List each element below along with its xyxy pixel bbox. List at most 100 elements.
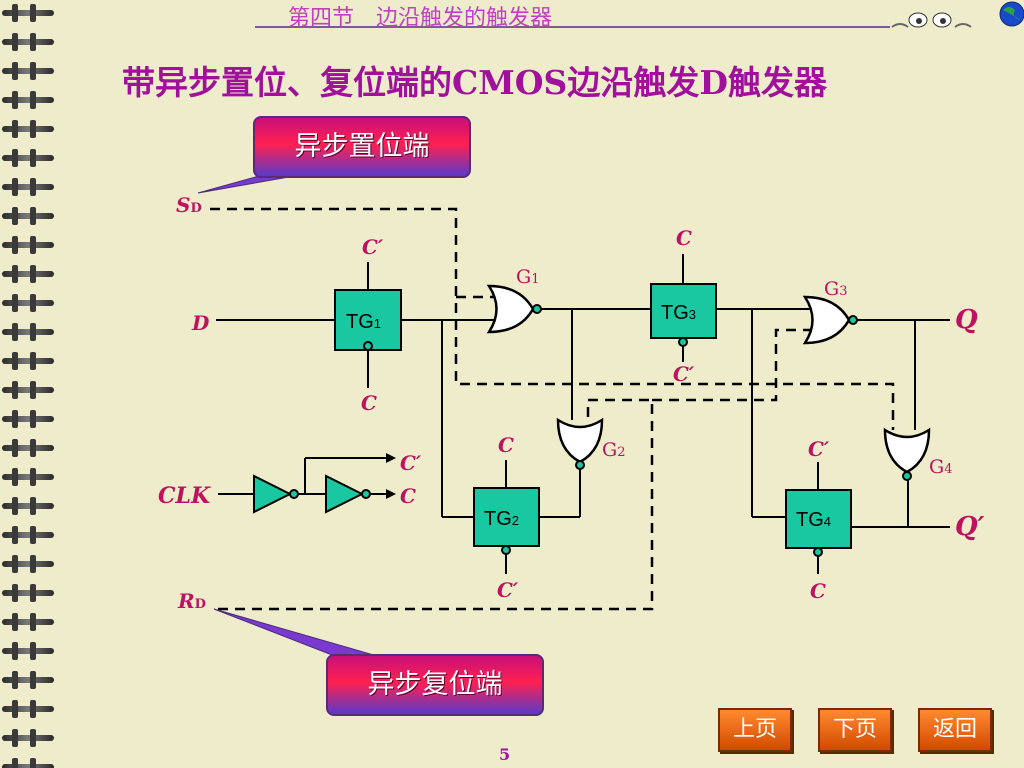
binder-post — [12, 439, 18, 457]
prev-page-button[interactable]: 上页 — [718, 708, 792, 752]
binder-post — [30, 91, 36, 109]
binder-ring — [2, 532, 54, 538]
tg2-bottom-control-label: C′ — [497, 578, 519, 602]
binder-ring — [2, 648, 54, 654]
binder-ring — [2, 155, 54, 161]
binder-ring — [2, 300, 54, 306]
binder-post — [30, 671, 36, 689]
next-page-button[interactable]: 下页 — [818, 708, 892, 752]
binder-ring — [2, 97, 54, 103]
inverter-2 — [325, 474, 371, 514]
binder-post — [30, 352, 36, 370]
binder-post — [30, 265, 36, 283]
binder-post — [12, 468, 18, 486]
binder-ring — [2, 590, 54, 596]
g4-label: G4 — [929, 456, 952, 478]
binder-post — [30, 120, 36, 138]
q-bar-output-label: Q′ — [955, 512, 985, 542]
inverter-1 — [253, 474, 299, 514]
binder-post — [12, 294, 18, 312]
binder-ring — [2, 184, 54, 190]
binder-post — [12, 729, 18, 747]
tg1-top-control-label: C′ — [362, 235, 384, 259]
binder-ring — [2, 503, 54, 509]
binder-post — [12, 758, 18, 768]
tg3-label: TG3 — [661, 302, 696, 324]
nor-gate-g4 — [883, 427, 931, 481]
d-input-label: D — [191, 311, 210, 335]
binder-ring — [2, 416, 54, 422]
binder-post — [30, 207, 36, 225]
tg4-top-control-label: C′ — [808, 437, 830, 461]
async-reset-callout: 异步复位端 — [326, 654, 544, 716]
header-rule — [255, 1, 1024, 28]
binder-post — [12, 120, 18, 138]
tg2-label: TG2 — [484, 508, 519, 530]
tg2-box — [473, 487, 540, 555]
binder-post — [12, 178, 18, 196]
binder-post — [30, 439, 36, 457]
binder-ring — [2, 677, 54, 683]
binder-post — [30, 410, 36, 428]
clk-c-bar-label: C′ — [400, 451, 422, 475]
tg1-label: TG1 — [346, 311, 381, 333]
clk-c-label: C — [400, 484, 416, 508]
tg4-box — [785, 489, 852, 557]
binder-post — [30, 613, 36, 631]
tg3-box — [650, 283, 717, 347]
binder-post — [12, 700, 18, 718]
binder-post — [30, 178, 36, 196]
binder-post — [30, 729, 36, 747]
binder-post — [12, 62, 18, 80]
binder-ring — [2, 358, 54, 364]
async-wires — [210, 207, 895, 611]
binder-post — [12, 497, 18, 515]
binder-ring — [2, 735, 54, 741]
binder-ring — [2, 706, 54, 712]
binder-ring — [2, 445, 54, 451]
binder-post — [30, 62, 36, 80]
section-title: 第四节 边沿触发的触发器 — [288, 6, 553, 31]
circuit-wires — [216, 254, 950, 574]
tg1-bottom-control-label: C — [361, 391, 377, 415]
binder-post — [12, 381, 18, 399]
sd-label: SD — [176, 193, 202, 217]
binder-post — [12, 236, 18, 254]
g1-label: G1 — [516, 266, 539, 288]
binder-ring — [2, 126, 54, 132]
g3-label: G3 — [824, 278, 847, 300]
clk-label: CLK — [158, 483, 211, 509]
binder-post — [12, 207, 18, 225]
clk-arrowheads — [386, 453, 396, 499]
binder-post — [12, 149, 18, 167]
tg4-bottom-control-label: C — [810, 579, 826, 603]
tg3-top-control-label: C — [676, 226, 692, 250]
page-number: 5 — [499, 745, 511, 764]
binder-ring — [2, 213, 54, 219]
page-title: 带异步置位、复位端的CMOS边沿触发D触发器 — [122, 63, 827, 102]
binder-ring — [2, 561, 54, 567]
binder-ring — [2, 619, 54, 625]
binder-post — [30, 33, 36, 51]
binder-rings — [2, 4, 54, 768]
back-button[interactable]: 返回 — [918, 708, 992, 752]
tg2-top-control-label: C — [498, 433, 514, 457]
binder-ring — [2, 68, 54, 74]
binder-post — [12, 352, 18, 370]
binder-post — [12, 91, 18, 109]
eyes-decoration-icon — [891, 12, 972, 28]
binder-post — [30, 323, 36, 341]
binder-ring — [2, 764, 54, 768]
nor-gate-g3 — [802, 295, 858, 345]
binder-post — [30, 758, 36, 768]
tg1-box — [334, 289, 402, 351]
binder-post — [30, 642, 36, 660]
g2-label: G2 — [602, 439, 625, 461]
binder-post — [12, 4, 18, 22]
binder-ring — [2, 10, 54, 16]
binder-post — [30, 381, 36, 399]
binder-ring — [2, 387, 54, 393]
q-output-label: Q — [955, 305, 978, 335]
binder-post — [30, 468, 36, 486]
